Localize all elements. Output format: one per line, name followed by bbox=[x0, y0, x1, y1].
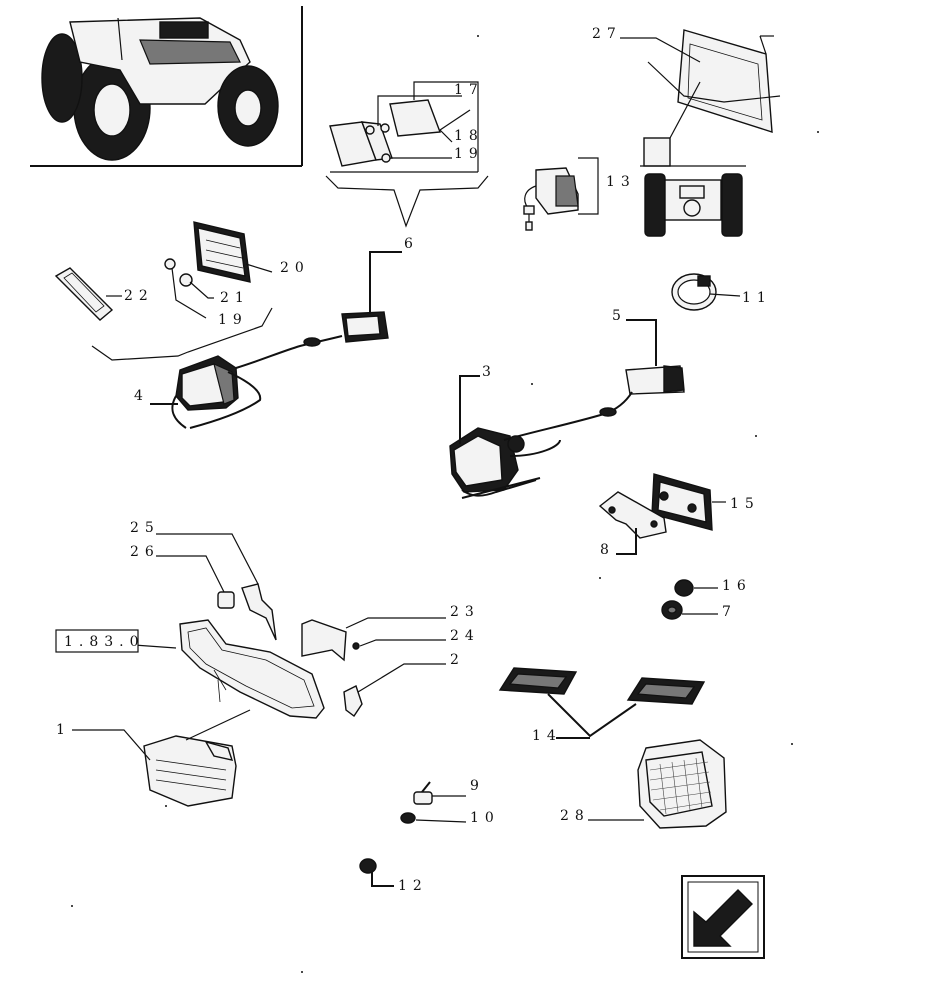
part-number-27: 27 bbox=[592, 26, 622, 42]
spacer-26 bbox=[156, 555, 235, 609]
lens-15 bbox=[651, 473, 726, 531]
nut-16 bbox=[674, 579, 718, 597]
part-number-18: 18 bbox=[454, 128, 484, 144]
part-number-2: 2 bbox=[450, 652, 465, 668]
part-number-7: 7 bbox=[722, 604, 737, 620]
tractor-rear-view bbox=[640, 81, 746, 237]
part-number-13: 13 bbox=[606, 174, 636, 190]
screw-24 bbox=[352, 639, 446, 650]
part-number-16: 16 bbox=[722, 578, 752, 594]
bolt-9 bbox=[413, 781, 466, 805]
part-number-9: 9 bbox=[470, 778, 485, 794]
part-number-3: 3 bbox=[482, 364, 497, 380]
bulb-21 bbox=[164, 258, 214, 319]
connector-13 bbox=[523, 157, 599, 231]
reference-label: 1.83.0 bbox=[64, 634, 145, 650]
part-number-labels: 27 17 18 19 13 6 20 22 21 19 11 5 4 3 15… bbox=[56, 26, 772, 894]
clip-2 bbox=[343, 663, 446, 718]
harness-4-6 bbox=[150, 251, 402, 429]
arrow-down-left-icon bbox=[693, 889, 753, 947]
part-number-8: 8 bbox=[600, 542, 615, 558]
part-number-12: 12 bbox=[398, 878, 428, 894]
nut-7 bbox=[661, 600, 718, 620]
nut-12 bbox=[359, 858, 394, 887]
lens-14 bbox=[498, 667, 706, 739]
lamp-assembly-17-18-19 bbox=[325, 81, 489, 228]
rear-lamp-27 bbox=[620, 29, 781, 133]
part-number-26: 26 bbox=[130, 544, 160, 560]
nut-10 bbox=[400, 812, 467, 824]
reference-box-1-83-0: 1.83.0 bbox=[55, 629, 145, 653]
part-number-20: 20 bbox=[280, 260, 310, 276]
part-number-19b: 19 bbox=[218, 312, 248, 328]
part-number-11: 11 bbox=[742, 290, 772, 306]
navigation-arrow-box[interactable] bbox=[681, 875, 765, 959]
bracket-4 bbox=[91, 307, 273, 361]
clamp-11 bbox=[671, 273, 741, 311]
part-number-21: 21 bbox=[220, 290, 250, 306]
bracket-25 bbox=[156, 533, 277, 641]
part-number-1: 1 bbox=[56, 722, 71, 738]
part-number-22: 22 bbox=[124, 288, 154, 304]
part-number-28: 28 bbox=[560, 808, 590, 824]
part-number-6: 6 bbox=[404, 236, 419, 252]
rear-lamp-28 bbox=[588, 739, 727, 829]
lens-22 bbox=[54, 267, 122, 321]
front-grille bbox=[119, 619, 325, 719]
part-number-14: 14 bbox=[532, 728, 562, 744]
part-number-23: 23 bbox=[450, 604, 480, 620]
part-number-24: 24 bbox=[450, 628, 480, 644]
part-number-10: 10 bbox=[470, 810, 500, 826]
indicator-lamp-1 bbox=[72, 709, 251, 807]
tractor-thumbnail bbox=[30, 6, 303, 167]
part-number-17: 17 bbox=[454, 82, 484, 98]
part-number-19: 19 bbox=[454, 146, 484, 162]
scan-specks bbox=[71, 35, 819, 973]
bracket-8 bbox=[598, 491, 667, 555]
harness-3-5 bbox=[449, 319, 685, 499]
part-number-15: 15 bbox=[730, 496, 760, 512]
part-number-25: 25 bbox=[130, 520, 160, 536]
part-number-4: 4 bbox=[134, 388, 149, 404]
part-number-5: 5 bbox=[612, 308, 627, 324]
lens-20 bbox=[193, 221, 273, 283]
bracket-23 bbox=[301, 617, 446, 662]
